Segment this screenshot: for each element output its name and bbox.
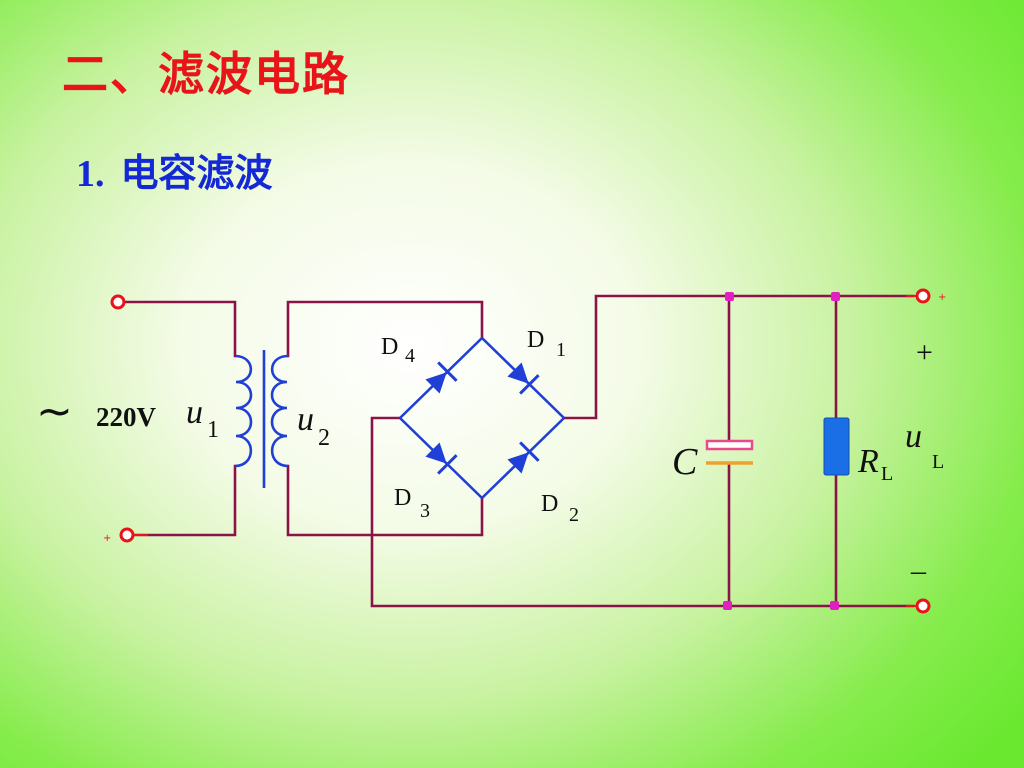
primary-coil bbox=[234, 354, 253, 468]
wires bbox=[122, 294, 915, 608]
diode-d2-subscript: 2 bbox=[569, 504, 579, 526]
resistor-label: R bbox=[857, 443, 879, 480]
resistor-subscript: L bbox=[881, 463, 893, 485]
output-terminal-top bbox=[915, 288, 931, 304]
source-voltage-label: 220V bbox=[96, 402, 157, 432]
output-voltage-label: u bbox=[905, 418, 922, 455]
capacitor-label: C bbox=[672, 441, 698, 483]
diode-d2-label: D bbox=[541, 491, 558, 517]
secondary-voltage-label: u bbox=[297, 401, 314, 438]
input-terminal-bottom bbox=[119, 527, 135, 543]
wire-primary-top bbox=[122, 300, 237, 358]
wire-primary-bottom bbox=[122, 464, 237, 537]
load-resistor bbox=[823, 417, 850, 476]
wire-bridge-positive bbox=[562, 294, 915, 420]
primary-voltage-label: u bbox=[186, 394, 203, 431]
wire-secondary-bottom bbox=[286, 464, 484, 537]
bridge-rectifier bbox=[399, 337, 565, 499]
input-terminal-top bbox=[110, 294, 126, 310]
section-heading: 1. 电容滤波 bbox=[76, 142, 273, 197]
capacitor bbox=[705, 439, 754, 465]
ac-source-icon: ~ bbox=[36, 386, 73, 437]
junction-nodes bbox=[723, 292, 840, 610]
diode-d4-label: D bbox=[381, 334, 398, 360]
output-minus-sign: – bbox=[910, 554, 927, 587]
output-tiny-plus: + bbox=[938, 292, 946, 303]
diode-d3-subscript: 3 bbox=[420, 500, 430, 522]
input-tiny-plus: + bbox=[103, 533, 111, 544]
diode-d4 bbox=[425, 361, 458, 394]
diode-d4-subscript: 4 bbox=[405, 345, 415, 367]
diode-d1-label: D bbox=[527, 327, 544, 353]
secondary-voltage-subscript: 2 bbox=[318, 425, 330, 451]
output-terminal-bottom bbox=[915, 598, 931, 614]
section-number: 1. bbox=[76, 153, 105, 195]
primary-voltage-subscript: 1 bbox=[207, 417, 219, 443]
diode-d3 bbox=[425, 442, 458, 475]
page-title: 二、滤波电路 bbox=[62, 47, 350, 101]
transformer bbox=[234, 350, 289, 488]
diode-d3-label: D bbox=[394, 485, 411, 511]
secondary-coil bbox=[270, 354, 289, 468]
wire-bridge-negative bbox=[370, 416, 915, 608]
wire-secondary-top bbox=[286, 300, 484, 358]
diode-d1-subscript: 1 bbox=[556, 339, 566, 361]
output-voltage-subscript: L bbox=[932, 451, 944, 473]
output-plus-sign: + bbox=[916, 336, 933, 369]
section-title: 电容滤波 bbox=[120, 151, 273, 195]
